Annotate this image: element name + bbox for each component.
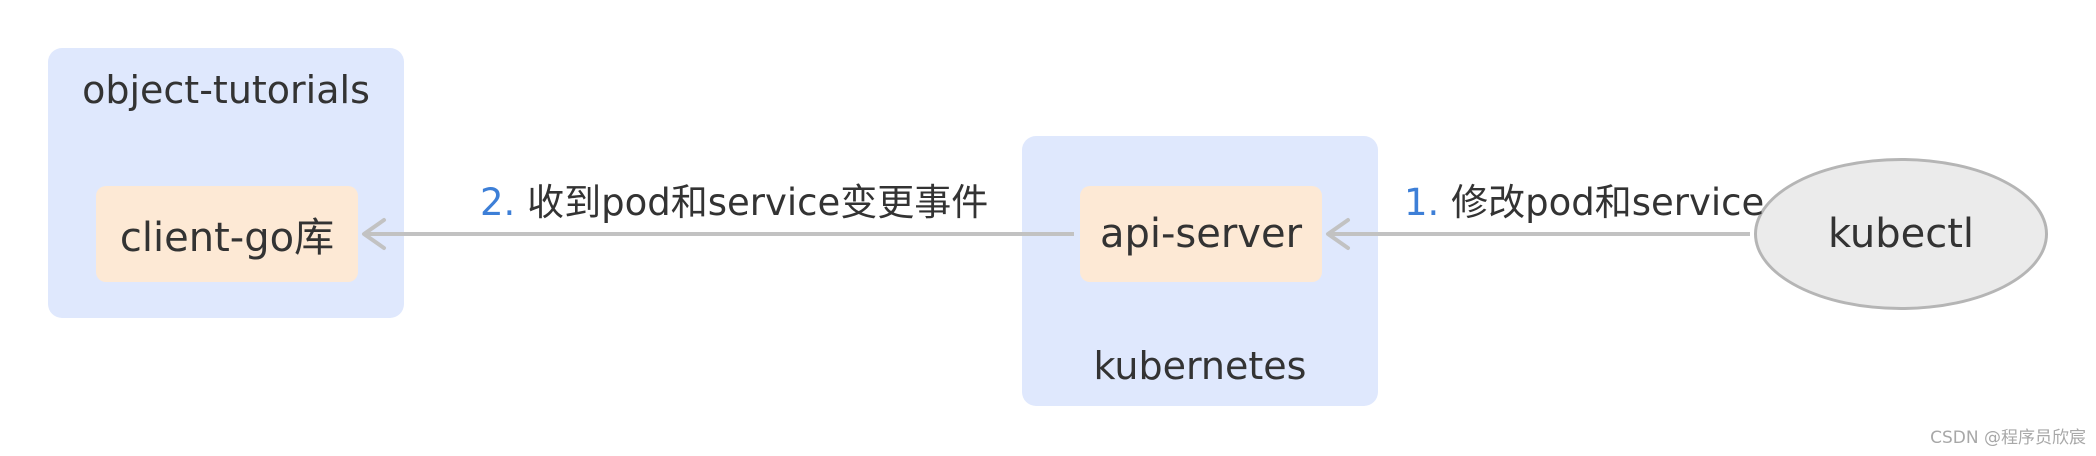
arrow-api-server-to-client-go (362, 218, 1074, 250)
client-go-node: client-go库 (96, 186, 358, 282)
object-tutorials-title: object-tutorials (82, 68, 370, 112)
step1-number: 1. (1404, 181, 1440, 224)
step2-text: 收到pod和service变更事件 (527, 181, 989, 224)
kubernetes-title: kubernetes (1093, 344, 1307, 388)
step1-text: 修改pod和service (1451, 181, 1765, 224)
watermark: CSDN @程序员欣宸 (1930, 428, 2086, 448)
kubectl-node: kubectl (1754, 158, 2048, 310)
step2-number: 2. (480, 181, 516, 224)
edge-label-step1: 1. 修改pod和service (1404, 172, 1764, 226)
api-server-node: api-server (1080, 186, 1322, 282)
edge-label-step2: 2. 收到pod和service变更事件 (480, 172, 988, 226)
arrow-kubectl-to-api-server (1326, 218, 1750, 250)
